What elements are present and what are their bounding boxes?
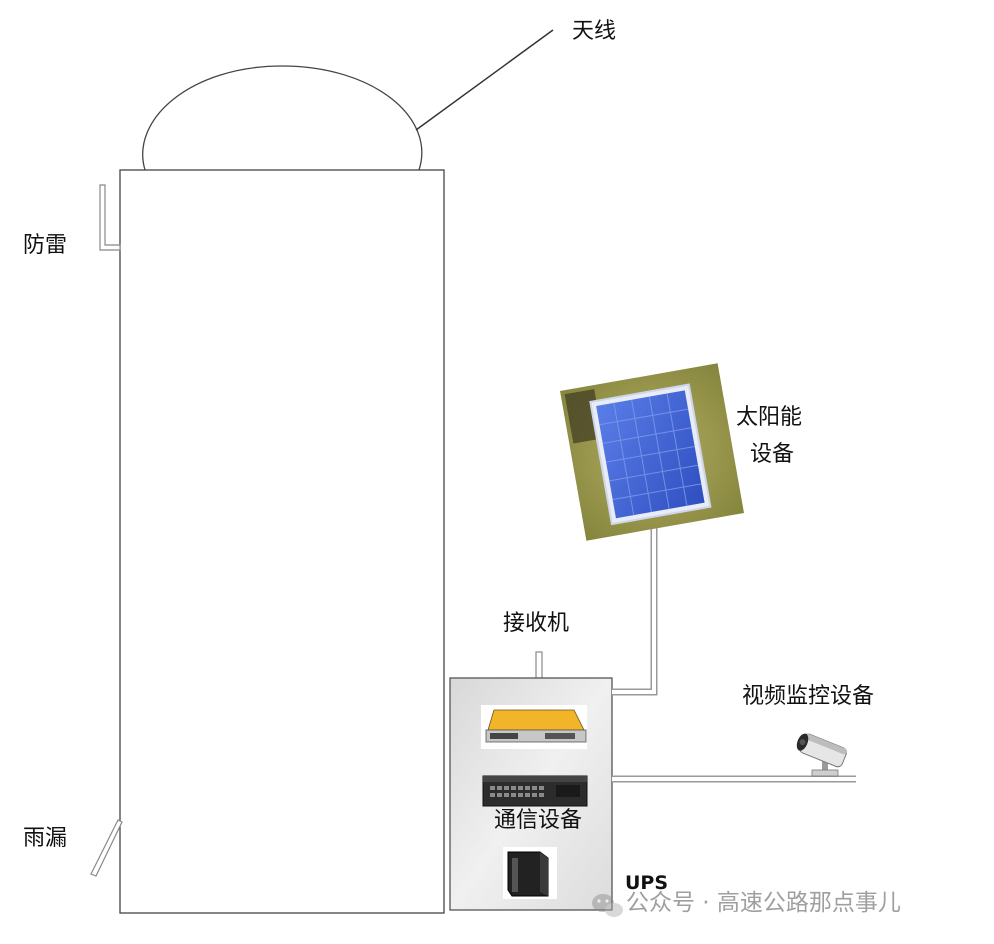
ups-tower-icon <box>503 847 557 899</box>
receiver-label: 接收机 <box>503 611 569 637</box>
antenna-dome <box>143 66 422 170</box>
communication-equipment-label: 通信设备 <box>494 808 582 834</box>
watermark-text: 公众号 · 高速公路那点事儿 <box>626 890 901 918</box>
lightning-protection-label: 防雷 <box>23 233 67 259</box>
solar-label-line2: 设备 <box>750 442 794 468</box>
rain-drain-label: 雨漏 <box>23 826 67 852</box>
solar-label-line1: 太阳能 <box>736 405 802 431</box>
wechat-icon <box>592 894 623 917</box>
rain-drain-pipe <box>91 820 122 876</box>
network-switch-icon <box>483 776 587 806</box>
receiver-antenna-stub <box>536 652 542 678</box>
solar-panel-icon <box>560 363 744 540</box>
gnss-receiver-icon <box>481 705 587 749</box>
cctv-camera-icon <box>794 731 848 776</box>
lightning-rod <box>100 185 120 250</box>
main-pillar <box>120 170 444 913</box>
antenna-leader-line <box>416 30 553 130</box>
antenna-label: 天线 <box>572 19 616 45</box>
video-surveillance-label: 视频监控设备 <box>742 684 874 710</box>
solar-cable <box>612 520 654 692</box>
solar-cable-inner <box>612 520 654 692</box>
